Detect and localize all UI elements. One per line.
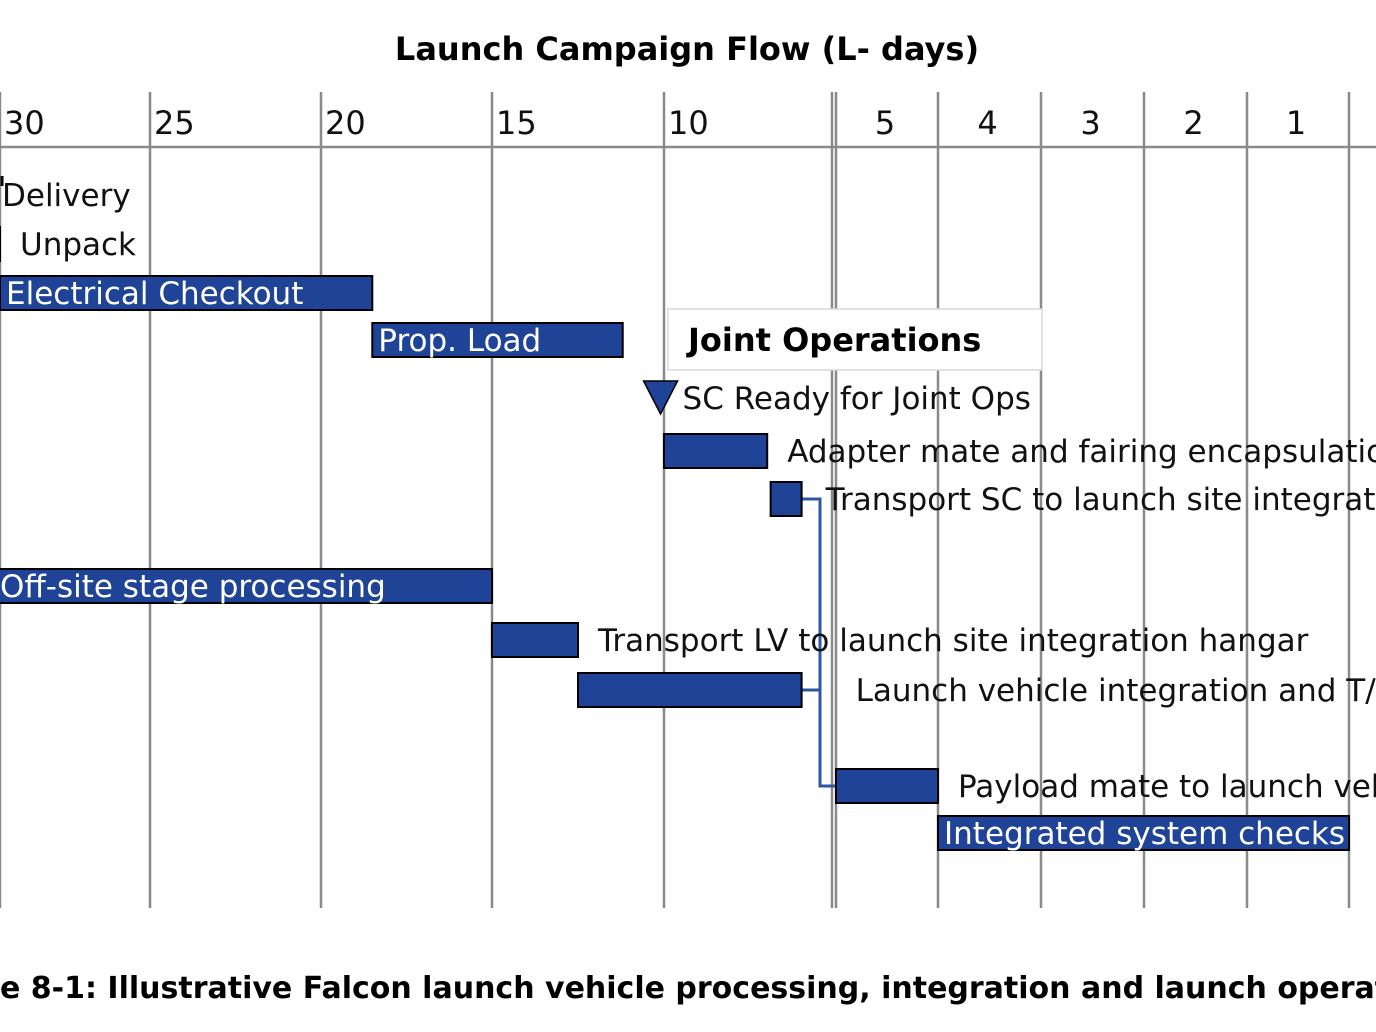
figure-caption: e 8-1: Illustrative Falcon launch vehicl… xyxy=(0,971,1376,1006)
milestone-triangle xyxy=(642,380,679,416)
task-label: Electrical Checkout xyxy=(6,276,303,312)
connector-sc-to-mate xyxy=(801,497,836,788)
x-tick-label: 4 xyxy=(977,104,997,142)
x-tick-label: 20 xyxy=(325,104,366,142)
task-label: Prop. Load xyxy=(378,323,541,359)
task-label: Transport LV to launch site integration … xyxy=(597,623,1309,659)
task-label: Off-site stage processing xyxy=(0,569,386,605)
task-label: Transport SC to launch site integration … xyxy=(825,482,1376,518)
task-label: Adapter mate and fairing encapsulation xyxy=(787,434,1376,470)
x-tick-label: 5 xyxy=(875,104,895,142)
task-bar xyxy=(937,815,1350,851)
task-bar xyxy=(835,768,939,804)
task-bar xyxy=(577,672,803,708)
joint-operations-box xyxy=(667,308,1043,371)
task-bar xyxy=(371,322,624,358)
grid-lines xyxy=(0,92,1376,908)
task-bar xyxy=(0,275,374,311)
x-tick-label: 30 xyxy=(4,104,45,142)
task-label: Launch vehicle integration and T/E xyxy=(856,673,1376,709)
task-bar xyxy=(663,433,769,469)
task-label: Unpack xyxy=(20,227,136,263)
x-tick-label: 1 xyxy=(1286,104,1306,142)
x-tick-label: 2 xyxy=(1183,104,1203,142)
task-label: Integrated system checks xyxy=(944,816,1345,852)
dependency-connectors xyxy=(801,497,836,788)
joint-operations-label: Joint Operations xyxy=(686,321,981,359)
x-tick-label: 10 xyxy=(668,104,709,142)
x-tick-label: 15 xyxy=(496,104,537,142)
x-tick-label: 3 xyxy=(1080,104,1100,142)
x-axis-ticks: 30 25 20 15 10 5 4 3 2 1 xyxy=(4,104,1306,142)
task-bar xyxy=(491,622,579,658)
task-label: SC Ready for Joint Ops xyxy=(683,381,1031,417)
x-tick-label: 25 xyxy=(154,104,195,142)
task-label: Payload mate to launch vehicle xyxy=(958,769,1376,805)
chart-title: Launch Campaign Flow (L- days) xyxy=(395,30,979,68)
task-bar xyxy=(769,481,803,517)
task-bar xyxy=(0,568,493,604)
task-label: Delivery xyxy=(2,178,131,214)
